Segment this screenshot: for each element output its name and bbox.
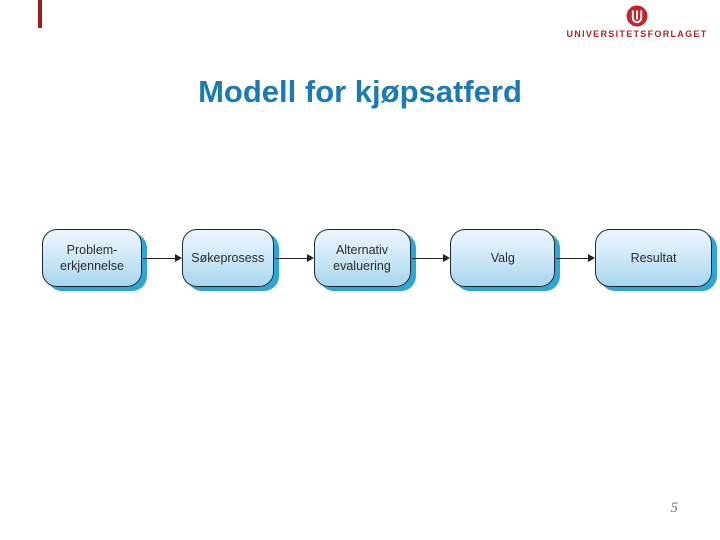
arrow-right-icon <box>143 253 182 262</box>
arrow-right-icon <box>556 253 595 262</box>
flow-step-problemerkjennelse: Problem- erkjennelse <box>42 229 142 287</box>
flow-step-label: Resultat <box>630 251 677 265</box>
publisher-logo-text: UNIVERSITETSFORLAGET <box>566 29 708 39</box>
flow-step-label: Søkeprosess <box>191 251 265 265</box>
arrow-right-icon <box>274 253 314 262</box>
slide-title: Modell for kjøpsatferd <box>198 74 522 109</box>
flow-step-sokeprosess: Søkeprosess <box>181 229 274 287</box>
publisher-logo: UNIVERSITETSFORLAGET <box>562 5 712 39</box>
flow-step-resultat: Resultat <box>595 229 712 287</box>
flow-step-valg: Valg <box>450 229 556 287</box>
red-accent-tab <box>38 0 42 28</box>
flow-step-label: Problem- erkjennelse <box>60 243 124 273</box>
flow-step-alternativ-evaluering: Alternativ evaluering <box>313 229 411 287</box>
universitetsforlaget-emblem-icon <box>626 5 648 27</box>
page-number: 5 <box>670 500 679 516</box>
flow-step-label: Alternativ evaluering <box>333 243 391 273</box>
flow-step-label: Valg <box>490 251 515 265</box>
flow-diagram: Problem- erkjennelse Søkeprosess Alterna… <box>42 229 712 287</box>
arrow-right-icon <box>411 253 450 262</box>
